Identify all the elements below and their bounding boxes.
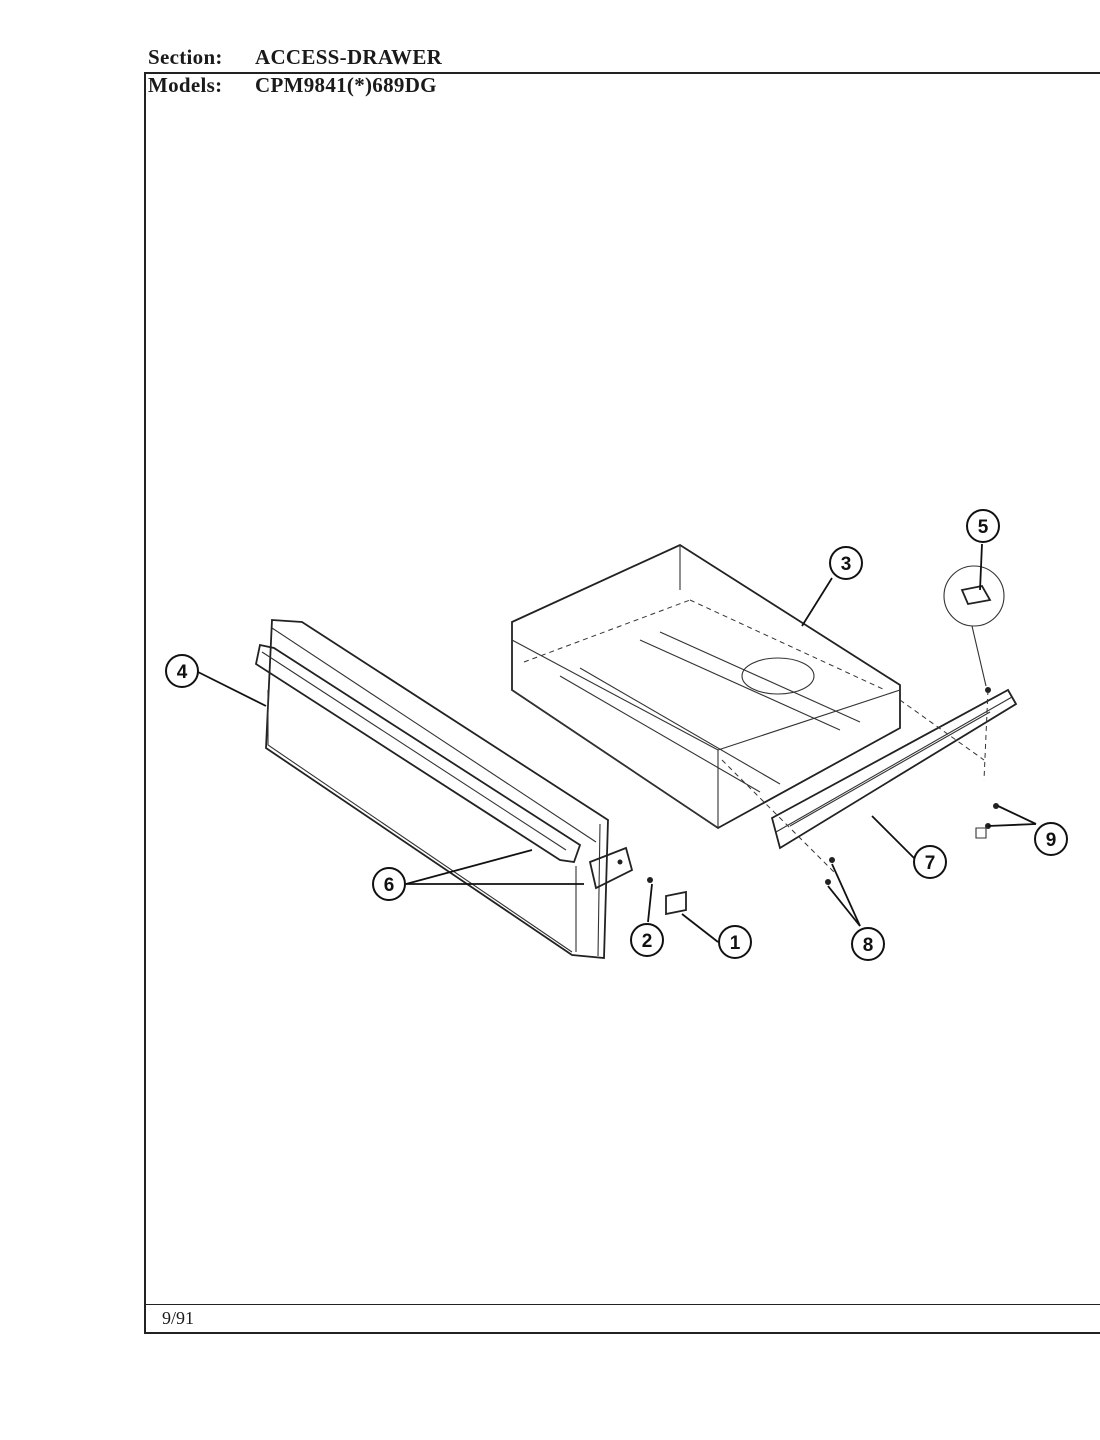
dashed-guides (721, 689, 989, 877)
callout-1: 1 (718, 925, 752, 959)
svg-text:3: 3 (841, 554, 852, 575)
clip-1 (665, 890, 687, 916)
callout-2: 2 (630, 923, 664, 957)
section-value: ACCESS-DRAWER (255, 45, 443, 69)
drawer-handle (254, 643, 582, 863)
callout-3: 3 (829, 546, 863, 580)
screw-2 (647, 877, 653, 883)
svg-text:9: 9 (1046, 830, 1057, 851)
clip-5-magnifier (943, 565, 1005, 693)
drawer-body (511, 543, 901, 830)
svg-text:2: 2 (642, 931, 653, 952)
section-label: Section: (148, 45, 223, 69)
svg-text:1: 1 (730, 933, 741, 954)
svg-text:6: 6 (384, 875, 395, 896)
models-label: Models: (148, 73, 223, 97)
page-frame (144, 72, 1100, 1334)
callout-7: 7 (913, 845, 947, 879)
callout-4: 4 (165, 654, 199, 688)
callout-6: 6 (372, 867, 406, 901)
screws-9 (975, 803, 999, 839)
side-bracket (588, 846, 634, 890)
models-value: CPM9841(*)689DG (255, 73, 437, 97)
screws-8 (825, 857, 835, 885)
drawer-front-panel (265, 619, 609, 959)
revision-date: 9/91 (162, 1308, 195, 1328)
callout-5: 5 (966, 509, 1000, 543)
svg-text:8: 8 (863, 935, 874, 956)
drawer-slide-rail (770, 688, 1018, 850)
svg-text:7: 7 (925, 853, 936, 874)
callout-8: 8 (851, 927, 885, 961)
leader-lines (197, 543, 1037, 943)
svg-text:4: 4 (177, 662, 188, 683)
footer-divider (144, 1304, 1100, 1305)
svg-text:5: 5 (978, 517, 989, 538)
callout-9: 9 (1034, 822, 1068, 856)
